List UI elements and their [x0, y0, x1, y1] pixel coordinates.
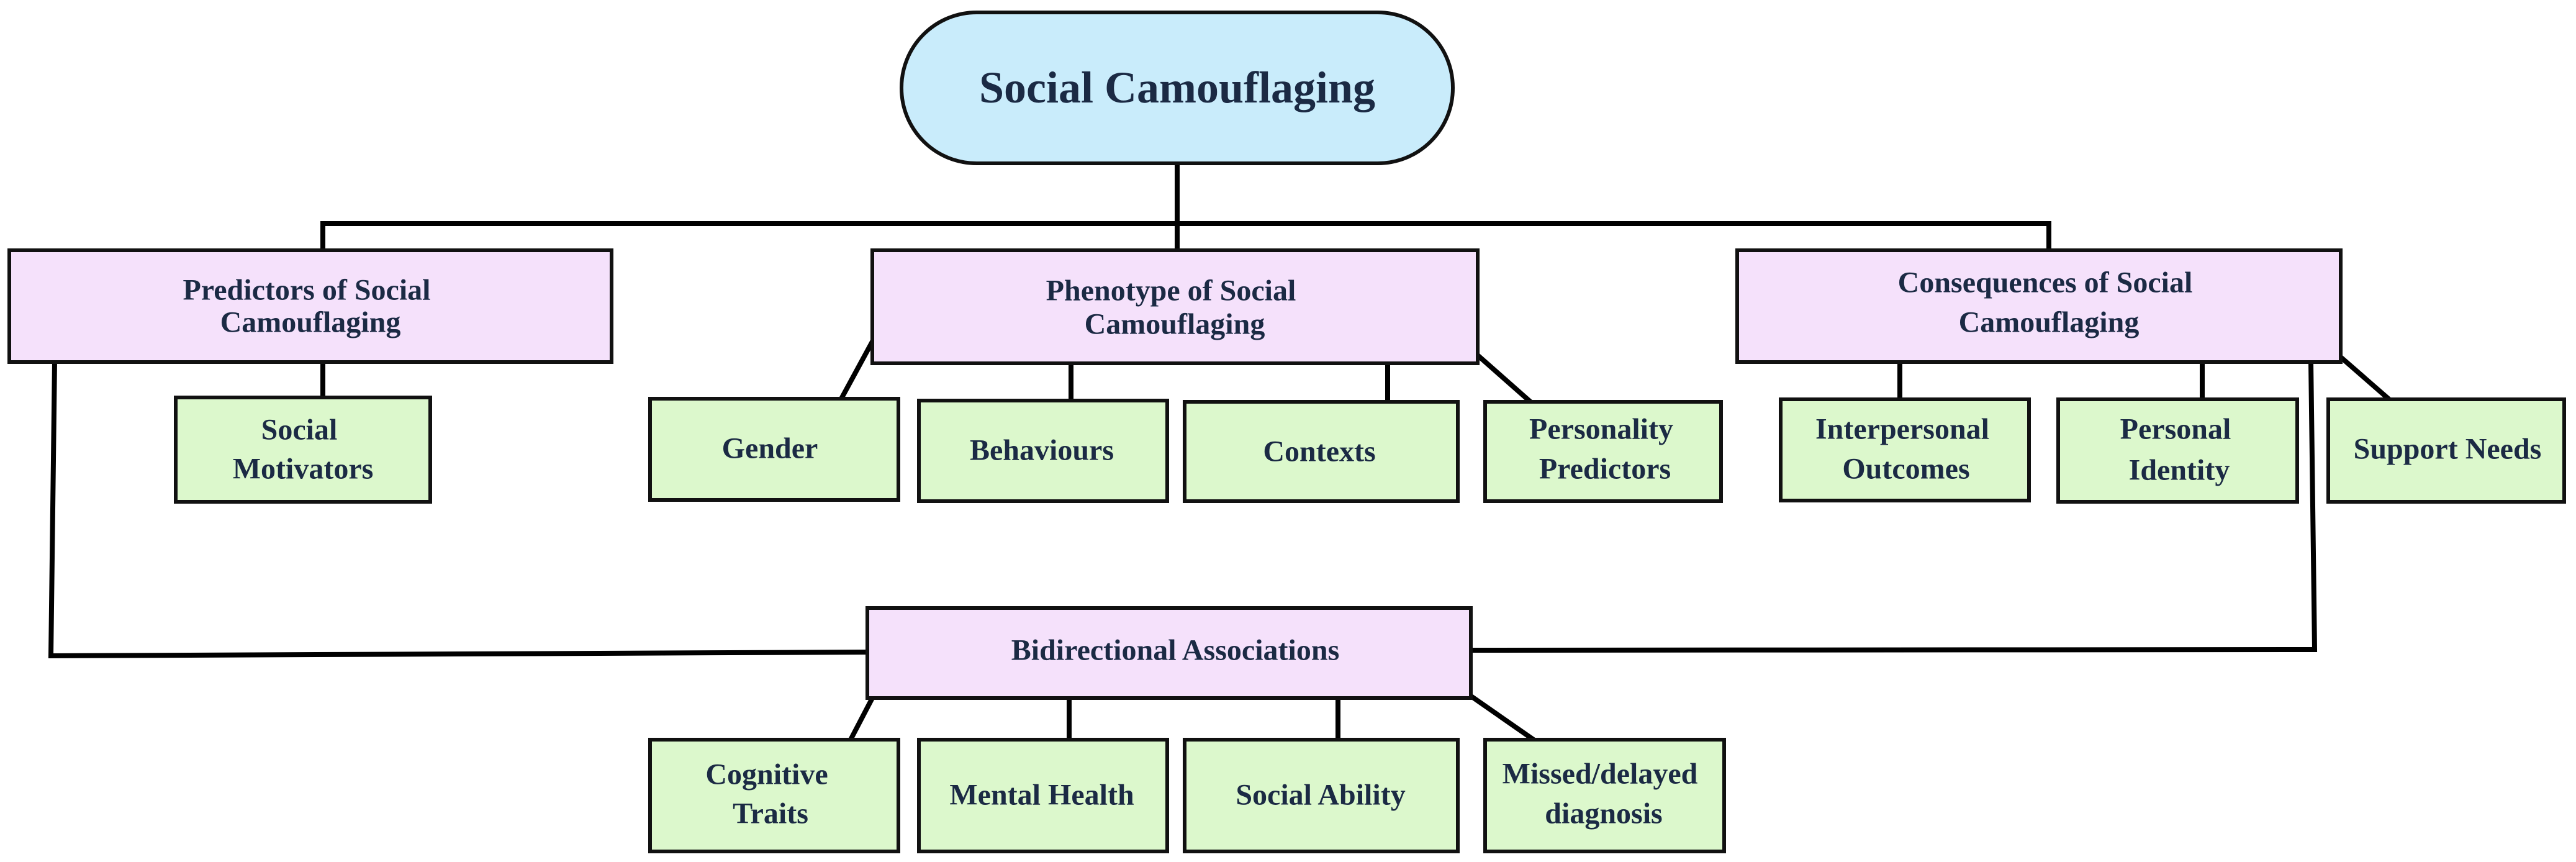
- leaf-interpersonal-outcomes-line-2: Outcomes: [1842, 453, 1969, 486]
- category-predictors-line-1: Predictors of Social: [183, 274, 430, 307]
- leaf-personality-predictors-line-1: Personality: [1529, 413, 1673, 446]
- leaf-interpersonal-outcomes: Interpersonal Outcomes: [1779, 397, 2031, 502]
- leaf-personal-identity: Personal Identity: [2056, 397, 2299, 504]
- leaf-personal-identity-line-2: Identity: [2129, 454, 2230, 487]
- leaf-behaviours-label: Behaviours: [970, 434, 1114, 467]
- leaf-gender: Gender: [648, 397, 900, 502]
- leaf-cognitive-traits: Cognitive Traits: [648, 738, 900, 853]
- category-consequences-line-2: Camouflaging: [1959, 306, 2140, 339]
- svg-text:Social Motivators: Social Motivators: [233, 404, 374, 486]
- root-title: Social Camouflaging: [979, 63, 1375, 112]
- root-node: Social Camouflaging: [900, 11, 1455, 165]
- leaf-cognitive-traits-line-2: Traits: [733, 797, 808, 830]
- svg-text:Cognitive Traits: Cognitive Traits: [705, 748, 835, 830]
- leaf-missed-delayed-diagnosis-line-2: diagnosis: [1545, 797, 1662, 830]
- leaf-social-motivators-line-2: Motivators: [233, 453, 374, 486]
- connector-consequences-to-bidirectional: [1468, 359, 2318, 653]
- connector-phenotype-to-personality-predictors: [1474, 352, 1534, 406]
- connector-phenotype-to-gender: [838, 338, 876, 402]
- category-bidirectional-label: Bidirectional Associations: [1011, 634, 1340, 667]
- svg-text:Phenotype of Social Camo: Phenotype of Social Camouflaging: [1046, 265, 1304, 341]
- leaf-contexts: Contexts: [1183, 400, 1460, 503]
- leaf-missed-delayed-diagnosis: Missed/delayed diagnosis: [1483, 738, 1726, 853]
- leaf-personality-predictors-line-2: Predictors: [1539, 453, 1671, 486]
- connector-bidirectional-to-missed-delayed-diagnosis: [1467, 692, 1537, 743]
- leaf-behaviours: Behaviours: [917, 399, 1169, 503]
- leaf-gender-label: Gender: [722, 432, 818, 465]
- connectors: [48, 161, 2393, 743]
- svg-text:Personality Predictors: Personality Predictors: [1529, 403, 1681, 486]
- leaf-personality-predictors: Personality Predictors: [1483, 400, 1723, 503]
- category-predictors: Predictors of Social Camouflaging: [7, 248, 613, 364]
- leaf-contexts-label: Contexts: [1263, 435, 1375, 468]
- connector-consequences-to-support-needs: [2337, 353, 2393, 403]
- category-phenotype-line-1: Phenotype of Social: [1046, 274, 1296, 307]
- leaf-cognitive-traits-line-1: Cognitive: [705, 758, 828, 791]
- leaf-support-needs: Support Needs: [2326, 397, 2566, 504]
- leaf-social-motivators-line-1: Social: [261, 414, 338, 447]
- leaf-interpersonal-outcomes-line-1: Interpersonal: [1815, 413, 1989, 446]
- svg-text:Predictors of Social Cam: Predictors of Social Camouflaging: [183, 264, 438, 339]
- category-predictors-line-2: Camouflaging: [220, 306, 401, 339]
- leaf-mental-health: Mental Health: [917, 738, 1169, 853]
- svg-text:Consequences of Social C: Consequences of Social Camouflaging: [1898, 256, 2200, 339]
- leaf-support-needs-label: Support Needs: [2354, 433, 2542, 466]
- category-phenotype-line-2: Camouflaging: [1085, 308, 1265, 341]
- leaf-mental-health-label: Mental Health: [949, 779, 1134, 812]
- svg-text:Interpersonal Outcomes: Interpersonal Outcomes: [1815, 403, 1997, 486]
- connector-predictors-to-bidirectional: [48, 359, 870, 659]
- leaf-social-ability: Social Ability: [1183, 738, 1460, 853]
- leaf-social-ability-label: Social Ability: [1236, 779, 1405, 812]
- svg-text:Personal Identity: Personal Identity: [2120, 403, 2239, 487]
- svg-text:Missed/delayed diagnosis: Missed/delayed diagnosis: [1503, 748, 1706, 830]
- leaf-social-motivators: Social Motivators: [174, 396, 432, 504]
- category-phenotype: Phenotype of Social Camouflaging: [870, 248, 1480, 365]
- category-consequences: Consequences of Social Camouflaging: [1735, 248, 2343, 364]
- leaf-personal-identity-line-1: Personal: [2120, 413, 2231, 446]
- category-consequences-line-1: Consequences of Social: [1898, 266, 2193, 299]
- leaf-missed-delayed-diagnosis-line-1: Missed/delayed: [1503, 758, 1698, 791]
- category-bidirectional: Bidirectional Associations: [865, 606, 1473, 700]
- connector-bidirectional-to-cognitive-traits: [847, 694, 876, 743]
